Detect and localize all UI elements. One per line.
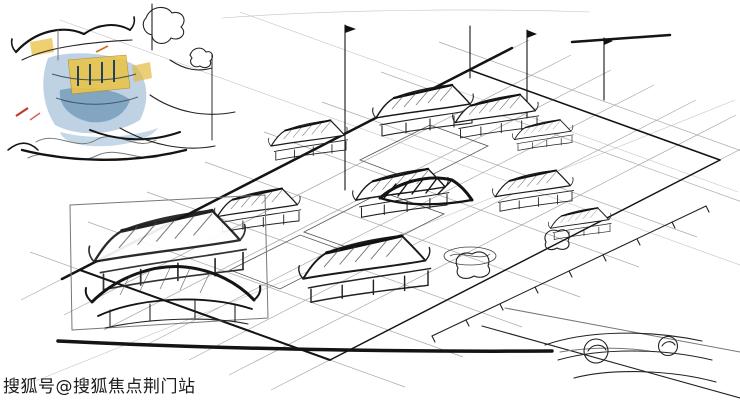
yellow-facade-right	[132, 62, 152, 82]
red-accent	[15, 107, 29, 117]
central-hall-dark-roof	[378, 176, 474, 206]
main-complex-sketch	[213, 83, 612, 304]
window-ticks	[77, 60, 115, 86]
pond-bridge-sketch	[481, 307, 740, 399]
courtyard-tree-scribbles	[455, 229, 570, 279]
gate-building-sketch	[69, 194, 269, 331]
red-accent-small	[29, 112, 41, 121]
watermark-text: 搜狐号@搜狐焦点荆门站	[3, 377, 196, 397]
orange-accent	[95, 45, 109, 53]
tree-scribble-right	[583, 335, 679, 364]
colored-inset-sketch	[7, 3, 236, 161]
blue-wash-dark	[59, 87, 130, 123]
yellow-facade-small	[30, 38, 54, 56]
perspective-grid	[7, 9, 740, 393]
